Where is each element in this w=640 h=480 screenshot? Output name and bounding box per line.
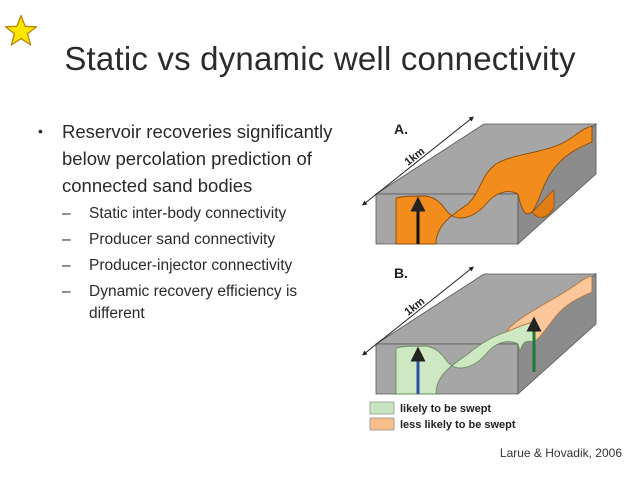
sand-body-side [531, 189, 555, 218]
sub-bullet-text: Dynamic recovery efficiency is different [89, 283, 298, 322]
dash-marker: – [62, 231, 71, 248]
panel-b: 1km B. [362, 265, 598, 395]
connectivity-figure: 1km A. 1km B. likely to be swept less li… [362, 116, 598, 431]
dash-marker: – [62, 257, 71, 274]
sub-bullet-item: – Dynamic recovery efficiency is differe… [62, 281, 338, 325]
star-icon [4, 14, 38, 46]
panel-a: 1km A. [362, 116, 598, 245]
slide-title: Static vs dynamic well connectivity [64, 40, 576, 77]
sub-bullet-text: Static inter-body connectivity [89, 205, 287, 222]
scale-line [362, 116, 474, 206]
sub-bullet-text: Producer sand connectivity [89, 231, 276, 248]
bullet-item: • Reservoir recoveries significantly bel… [38, 118, 338, 199]
sub-bullet-item: – Static inter-body connectivity [62, 203, 338, 225]
legend-label-unswept: less likely to be swept [400, 419, 516, 431]
dash-marker: – [62, 205, 71, 222]
legend-label-swept: likely to be swept [400, 403, 491, 415]
sub-bullet-list: – Static inter-body connectivity – Produ… [38, 203, 338, 325]
sand-body [395, 125, 593, 245]
citation: Larue & Hovadik, 2006 [499, 446, 622, 460]
sub-bullet-item: – Producer sand connectivity [62, 229, 338, 251]
scale-line [362, 266, 474, 356]
legend-swatch-swept [369, 401, 395, 415]
panel-label: B. [394, 265, 408, 281]
legend: likely to be swept less likely to be swe… [369, 401, 516, 431]
dash-marker: – [62, 283, 71, 300]
bullet-list: • Reservoir recoveries significantly bel… [38, 118, 338, 329]
panel-label: A. [394, 121, 408, 137]
legend-swatch-unswept [369, 417, 395, 431]
sub-bullet-item: – Producer-injector connectivity [62, 255, 338, 277]
sub-bullet-text: Producer-injector connectivity [89, 257, 293, 274]
bullet-text: Reservoir recoveries significantly below… [62, 121, 333, 196]
bullet-marker: • [38, 123, 43, 139]
